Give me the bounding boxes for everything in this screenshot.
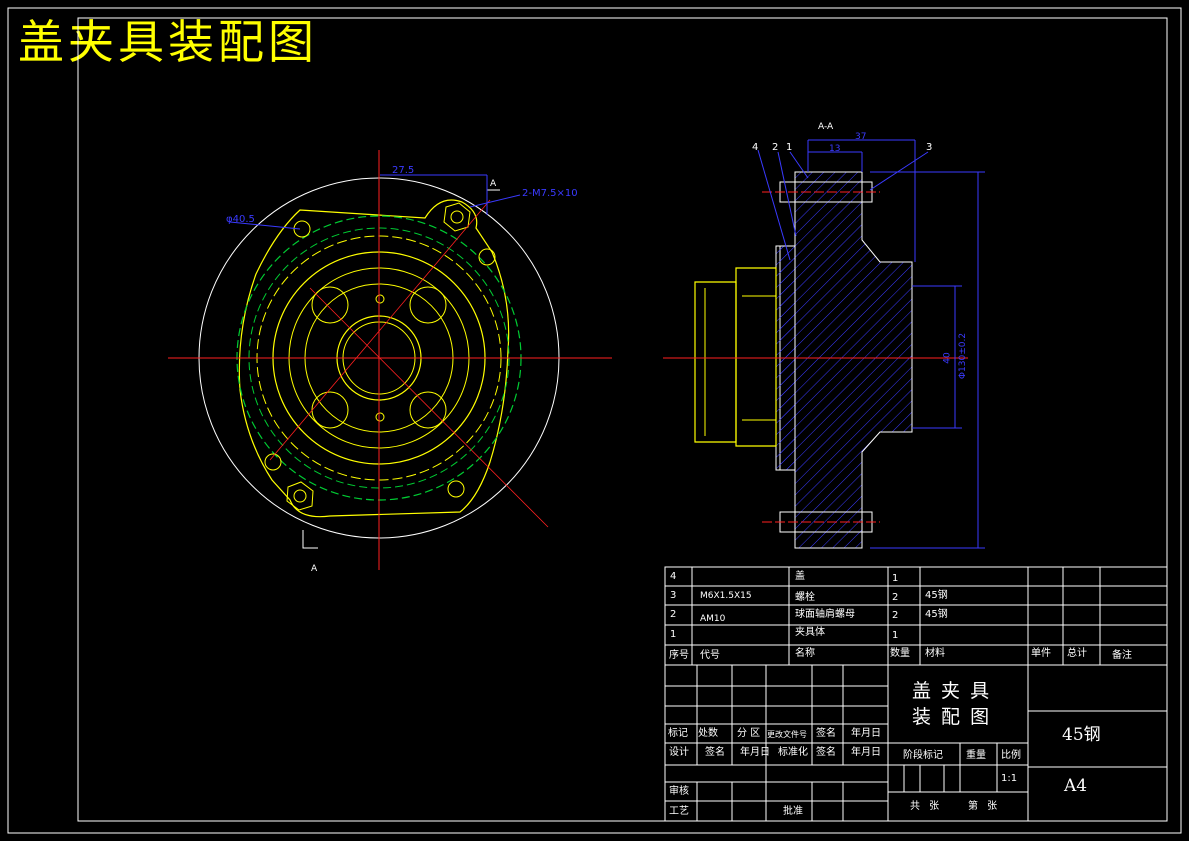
dim-phi130: Φ130±0.2 [958, 332, 969, 380]
lbl-approve: 批准 [783, 806, 803, 817]
lbl-sign: 签名 [816, 728, 836, 739]
hole-callout: 2-M7.5×10 [522, 188, 578, 199]
hdr-seq: 序号 [669, 650, 689, 661]
lbl-sheet-no: 第 张 [968, 801, 1001, 812]
hdr-qty: 数量 [890, 648, 910, 659]
lbl-change-doc: 更改文件号 [767, 730, 807, 739]
balloon-1: 1 [786, 142, 793, 153]
hdr-name: 名称 [795, 648, 815, 659]
hdr-code: 代号 [700, 650, 720, 661]
drawing-name-line2: 装 配 图 [912, 706, 992, 728]
lbl-total-sheets: 共 张 [910, 801, 943, 812]
row2-code: AM10 [700, 614, 726, 624]
lbl-design: 设计 [669, 747, 689, 758]
row1-qty: 1 [892, 630, 899, 641]
lbl-date3: 年月日 [851, 747, 881, 758]
lbl-count: 处数 [698, 728, 718, 739]
hdr-unit: 单件 [1031, 648, 1051, 659]
dim-27-5: 27.5 [392, 165, 415, 176]
phi-label: φ40.5 [226, 214, 255, 225]
row4-qty: 1 [892, 573, 899, 584]
drawing-title: 盖夹具装配图 [18, 15, 318, 69]
row3-name: 螺栓 [795, 592, 815, 603]
lbl-mark: 标记 [668, 728, 688, 739]
row2-name: 球面轴肩螺母 [795, 609, 855, 620]
outer-border [7, 7, 1182, 834]
lbl-sign2: 签名 [705, 747, 725, 758]
hdr-total: 总计 [1067, 648, 1087, 659]
dim-40: 40 [942, 352, 953, 364]
row3-seq: 3 [670, 590, 677, 601]
section-dimensions [757, 139, 985, 549]
row3-material: 45钢 [925, 590, 948, 601]
balloon-3: 3 [926, 142, 933, 153]
dim-13: 13 [829, 144, 841, 154]
row1-name: 夹具体 [795, 627, 825, 638]
lbl-check: 审核 [669, 786, 689, 797]
hdr-note: 备注 [1112, 650, 1132, 661]
lbl-process: 工艺 [669, 806, 689, 817]
lbl-date: 年月日 [851, 728, 881, 739]
hdr-material: 材料 [925, 648, 945, 659]
row4-seq: 4 [670, 571, 677, 582]
lbl-scale: 比例 [1001, 750, 1021, 761]
section-view [663, 171, 968, 549]
lbl-weight: 重量 [966, 750, 986, 761]
lbl-date2: 年月日 [740, 747, 770, 758]
row2-seq: 2 [670, 609, 677, 620]
plan-dimensions [229, 174, 521, 230]
drawing-name-line1: 盖 夹 具 [912, 680, 992, 702]
lbl-stage: 阶段标记 [903, 750, 943, 761]
lbl-sign3: 签名 [816, 747, 836, 758]
material-cell: 45钢 [1062, 725, 1101, 745]
inner-border [77, 17, 1168, 822]
plan-view [168, 150, 612, 570]
section-mark-top: A [490, 179, 497, 189]
scale-value: 1:1 [1001, 773, 1018, 784]
balloon-2: 2 [772, 142, 779, 153]
row2-qty: 2 [892, 610, 899, 621]
row1-seq: 1 [670, 629, 677, 640]
row4-name: 盖 [795, 571, 805, 582]
row3-code: M6X1.5X15 [700, 591, 752, 601]
balloon-4: 4 [752, 142, 759, 153]
row2-material: 45钢 [925, 609, 948, 620]
section-mark-bottom: A [311, 564, 318, 574]
lbl-zone: 分 区 [737, 728, 761, 739]
lbl-standard: 标准化 [778, 747, 808, 758]
dim-37: 37 [855, 132, 867, 142]
paper-size: A4 [1064, 776, 1088, 796]
section-title: A-A [818, 122, 834, 132]
row3-qty: 2 [892, 592, 899, 603]
